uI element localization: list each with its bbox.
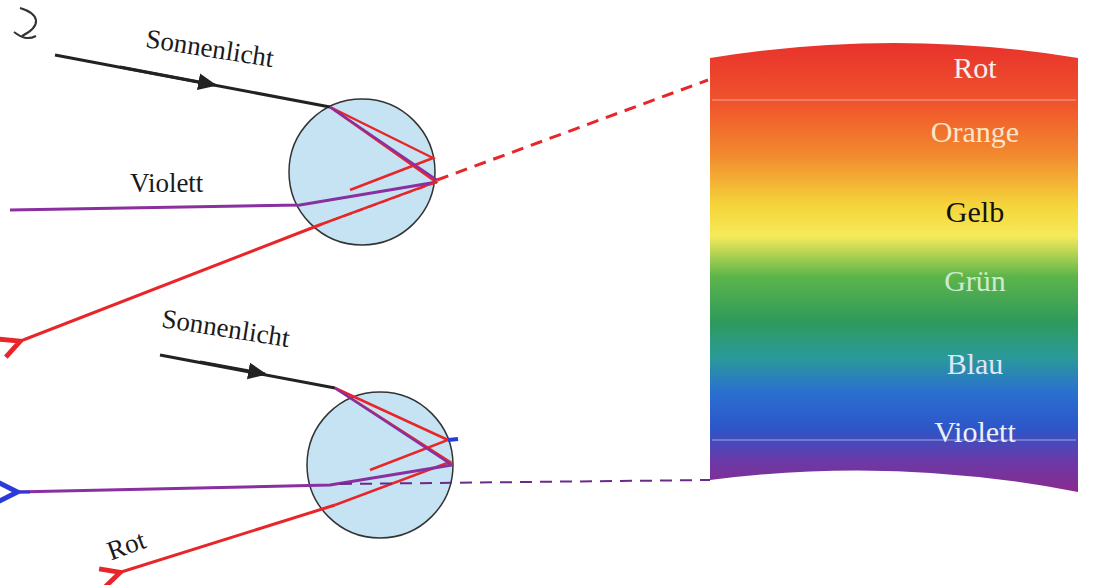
color-name: Grün bbox=[944, 266, 1006, 296]
blue-arrowhead bbox=[15, 491, 30, 494]
violet-ray bbox=[15, 465, 452, 492]
sightline bbox=[322, 182, 437, 224]
sightline bbox=[437, 80, 708, 180]
sunlight-ray bbox=[160, 355, 335, 388]
color-name: Violett bbox=[934, 417, 1016, 447]
ray-label: Sonnenlicht bbox=[160, 305, 292, 352]
color-name: Gelb bbox=[946, 197, 1004, 227]
color-name: Rot bbox=[953, 53, 996, 83]
ray-label: Violett bbox=[130, 170, 203, 197]
rainbow-band: RotOrangeGelbGrünBlauViolett bbox=[710, 42, 1078, 492]
red-ray bbox=[335, 388, 450, 505]
red-ray bbox=[322, 107, 436, 224]
red-exit-ray bbox=[118, 505, 335, 573]
sunlight-arrow bbox=[120, 67, 215, 85]
violet-ray bbox=[330, 107, 437, 180]
water-drop bbox=[289, 99, 435, 245]
pen-mark bbox=[448, 439, 458, 440]
sunlight-arrow bbox=[200, 362, 265, 374]
rainbow-gradient bbox=[710, 43, 1078, 492]
sunlight-ray bbox=[55, 55, 330, 107]
ray-label: Rot bbox=[103, 526, 149, 565]
band-separator bbox=[712, 440, 1076, 441]
band-separator bbox=[712, 100, 1076, 101]
sightline bbox=[340, 480, 710, 484]
violet-ray bbox=[335, 388, 452, 465]
pen-mark bbox=[14, 8, 36, 38]
color-name: Orange bbox=[931, 117, 1019, 147]
color-name: Blau bbox=[947, 349, 1004, 379]
rainbow-shape bbox=[710, 42, 1078, 492]
ray-label: Sonnenlicht bbox=[144, 25, 276, 72]
